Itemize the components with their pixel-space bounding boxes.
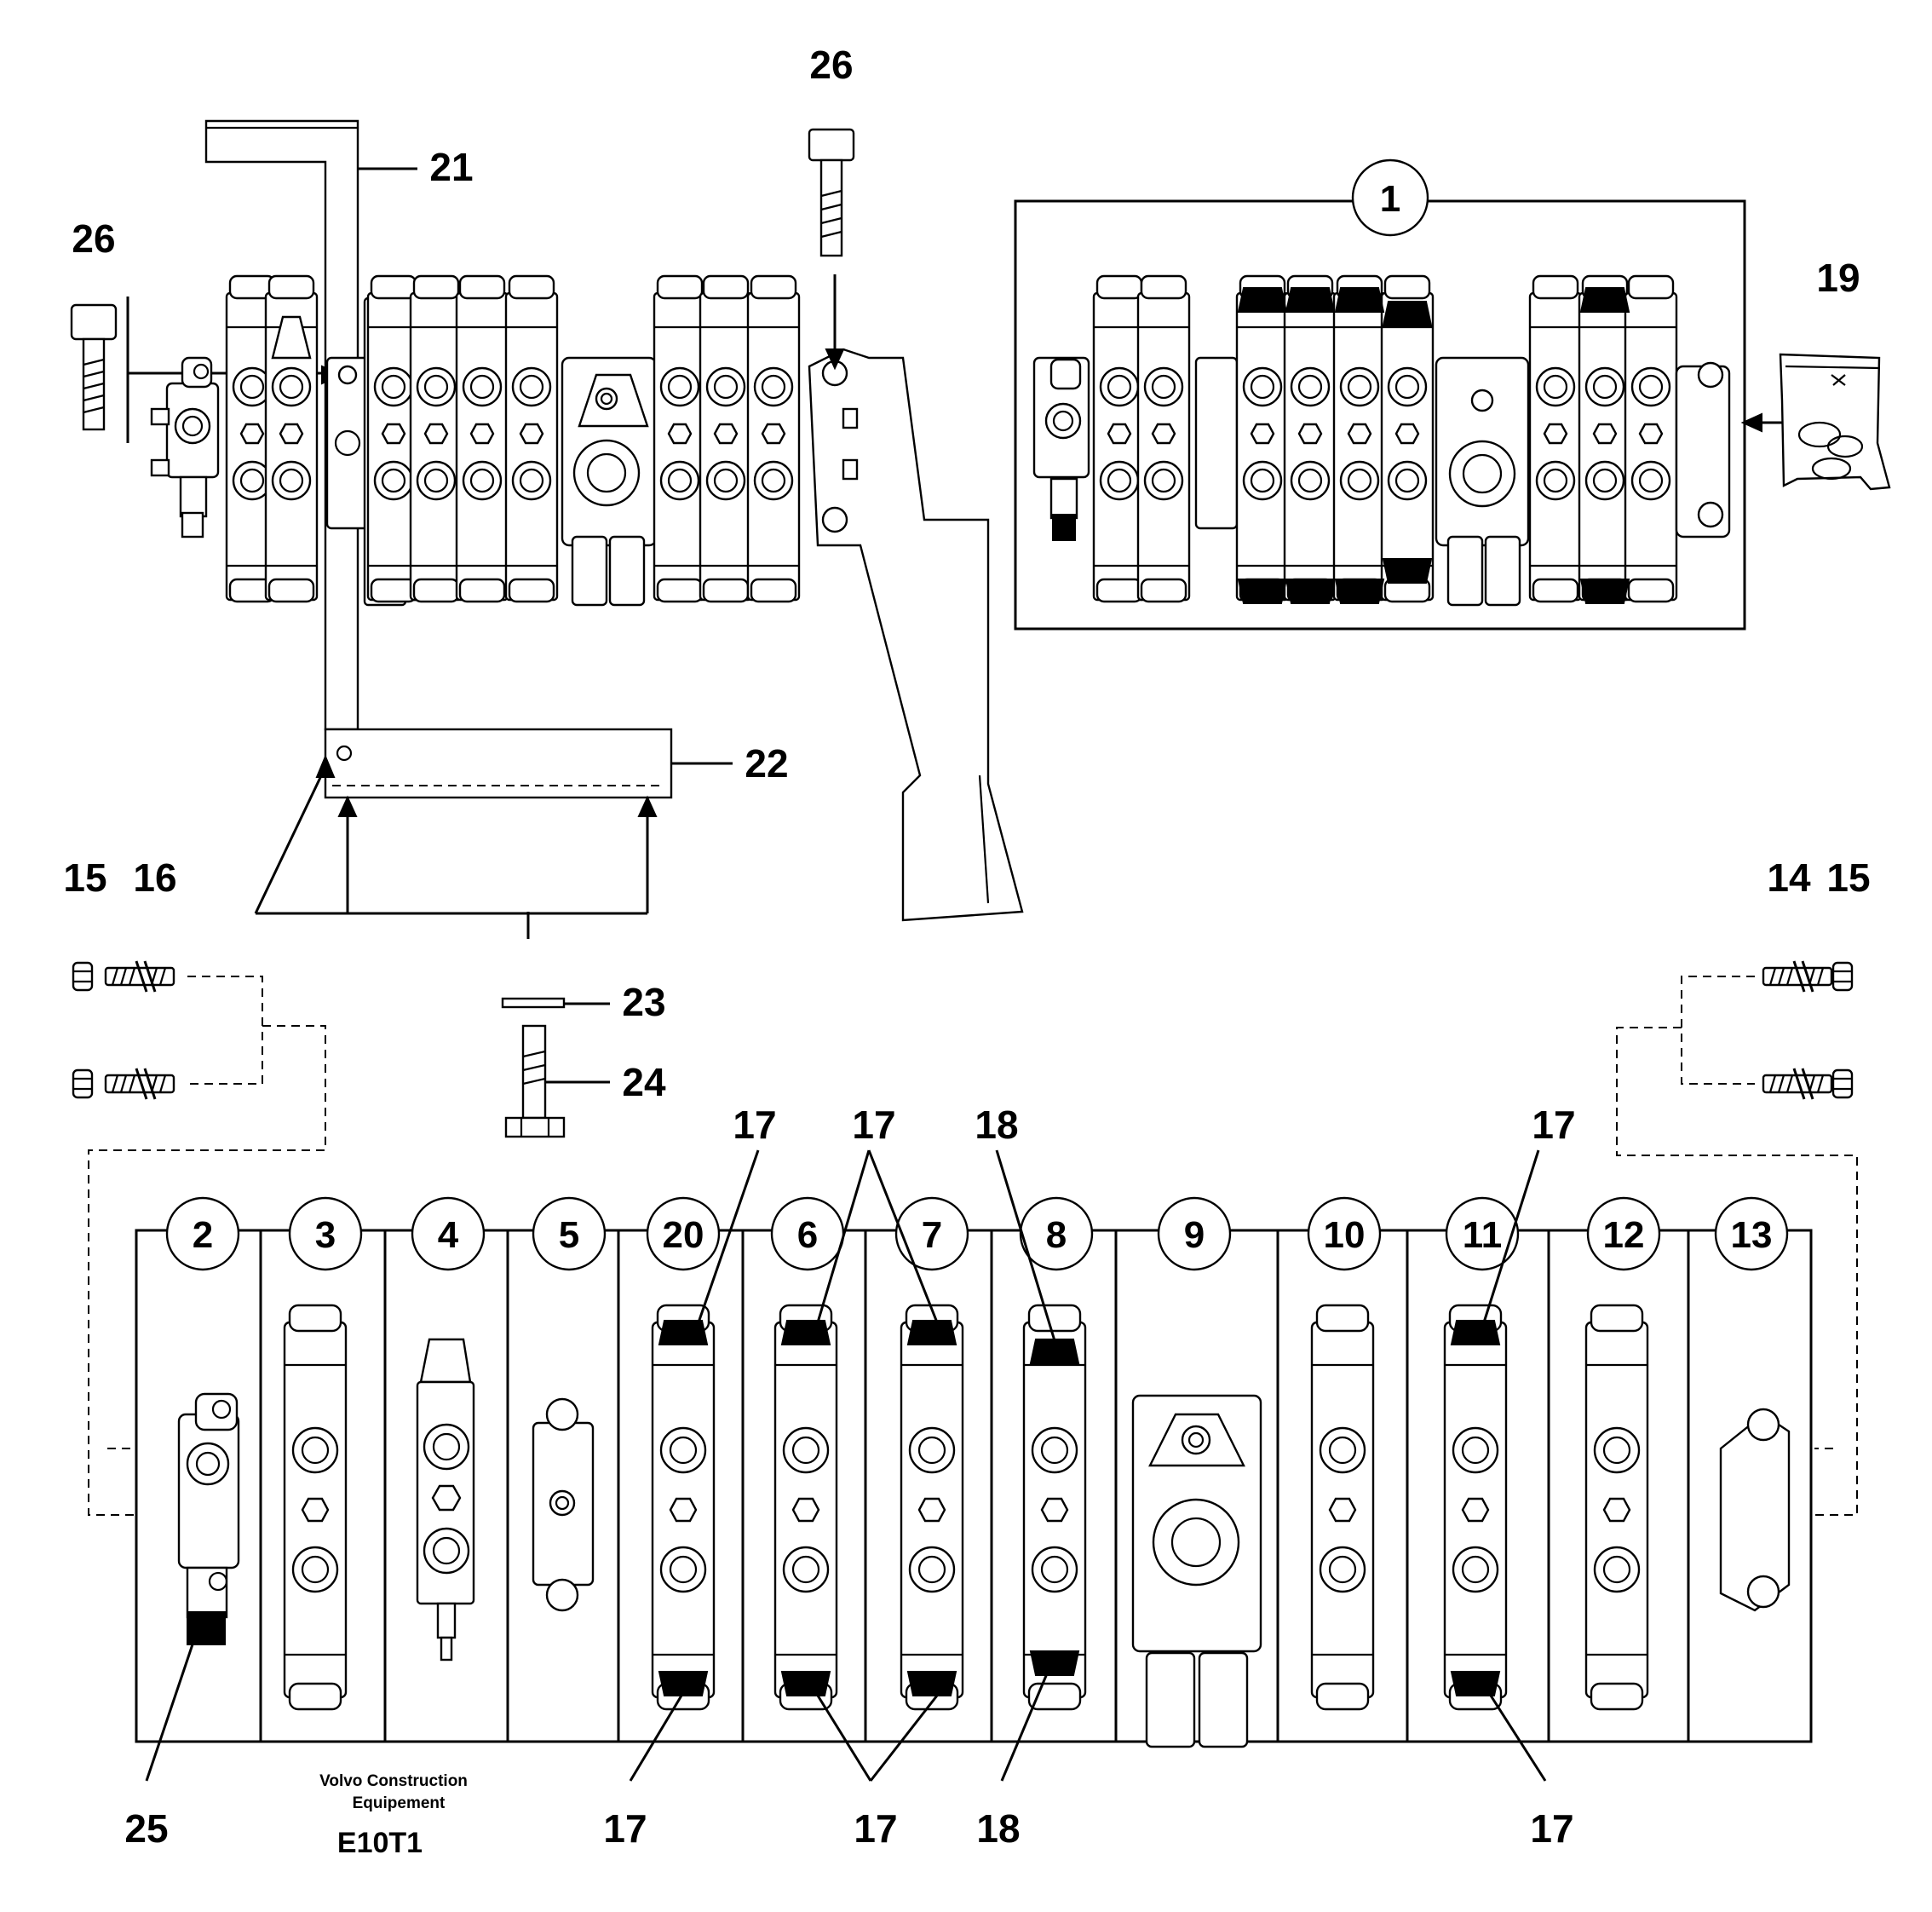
plate-22: [324, 728, 733, 799]
kit-1-label: 1: [1380, 178, 1400, 220]
kit-1-box: [1014, 199, 1794, 631]
label-19: 19: [1816, 256, 1860, 300]
footer: Volvo Construction Equipement E10T1: [319, 1772, 468, 1859]
label-18-a: 18: [975, 1103, 1018, 1147]
section-10-label: 10: [1324, 1214, 1366, 1256]
label-16: 16: [133, 855, 176, 900]
section-callouts: [165, 1196, 1789, 1271]
label-25: 25: [124, 1806, 168, 1851]
sections-strip: [135, 1229, 1813, 1748]
section-7-label: 7: [922, 1214, 942, 1256]
label-17-d: 17: [603, 1806, 647, 1851]
label-15-left: 15: [63, 855, 106, 900]
label-17-a: 17: [733, 1103, 776, 1147]
section-4-label: 4: [438, 1214, 459, 1256]
section-13-label: 13: [1731, 1214, 1773, 1256]
main-valve-assembly: [70, 119, 1024, 1138]
label-17-e: 17: [854, 1806, 897, 1851]
bolt-24: [504, 1024, 566, 1138]
label-23: 23: [622, 980, 665, 1024]
label-15-right: 15: [1826, 855, 1870, 900]
section-5-label: 5: [559, 1214, 579, 1256]
bolt-26-top: [808, 128, 855, 257]
company-line-2: Equipement: [353, 1794, 446, 1812]
part-number-labels: 26 21 26 19 22 15 16 14 15 23 24 17 17 1…: [63, 43, 1870, 1851]
section-9-label: 9: [1184, 1214, 1205, 1256]
label-17-c: 17: [1532, 1103, 1575, 1147]
label-24: 24: [622, 1060, 666, 1104]
company-line-1: Volvo Construction: [319, 1772, 468, 1790]
label-17-f: 17: [1530, 1806, 1573, 1851]
section-3-label: 3: [315, 1214, 336, 1256]
label-22: 22: [745, 741, 788, 786]
drawing-code: E10T1: [337, 1827, 423, 1859]
label-26-left: 26: [72, 216, 115, 261]
tie-rod-left: [72, 959, 326, 1516]
label-14: 14: [1767, 855, 1811, 900]
seal-kit-bag-19: [1779, 353, 1891, 491]
label-18-b: 18: [976, 1806, 1020, 1851]
leader-lines: [145, 1149, 1547, 1782]
section-8-label: 8: [1046, 1214, 1067, 1256]
bolt-26-left: [70, 303, 118, 431]
label-17-b: 17: [852, 1103, 895, 1147]
tie-rod-right: [1616, 959, 1858, 1516]
label-26-top: 26: [809, 43, 853, 87]
section-6-label: 6: [797, 1214, 818, 1256]
section-20-label: 20: [663, 1214, 704, 1256]
section-12-label: 12: [1603, 1214, 1645, 1256]
section-11-label: 11: [1463, 1214, 1503, 1256]
section-2-label: 2: [193, 1214, 213, 1256]
section-callout-labels: 2 3 4 5 20 6 7 8 9 10 11 12 13: [193, 1214, 1773, 1256]
label-21: 21: [429, 145, 473, 189]
